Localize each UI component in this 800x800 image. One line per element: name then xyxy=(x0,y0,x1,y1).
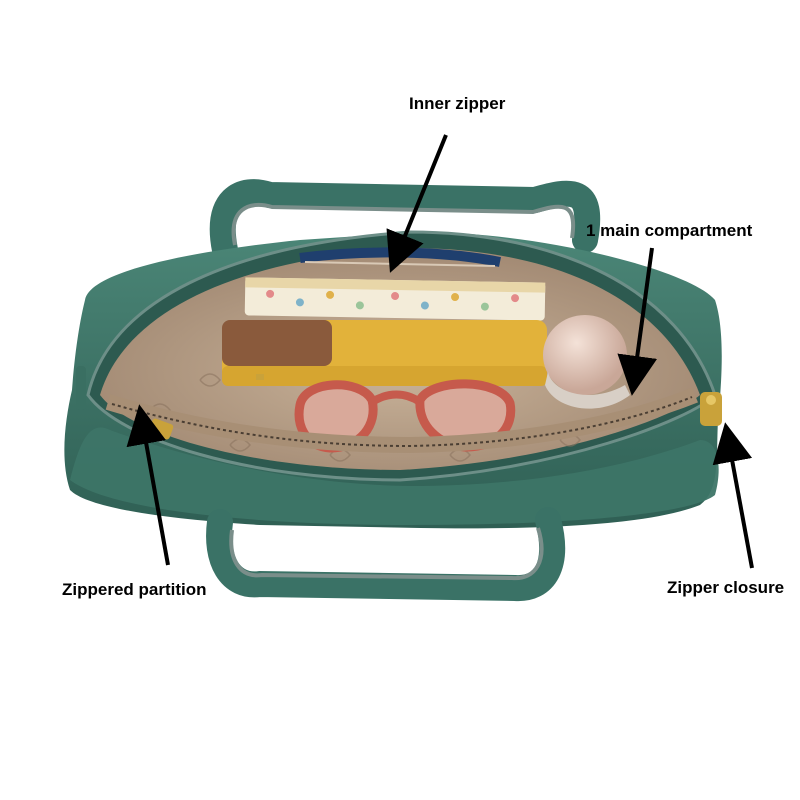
callout-main-compartment: 1 main compartment xyxy=(586,221,753,240)
notebook xyxy=(244,277,546,321)
callout-inner-zipper: Inner zipper xyxy=(409,94,506,113)
zipper-closure xyxy=(700,392,722,426)
arrow-pointer-icon xyxy=(386,134,448,273)
arrow-pointer-icon xyxy=(126,404,170,566)
arrow-pointer-icon xyxy=(712,422,754,569)
callout-zipper-closure: Zipper closure xyxy=(667,578,785,597)
wallet xyxy=(222,320,547,386)
side-ring xyxy=(76,366,86,410)
arrow-pointer-icon xyxy=(617,247,658,396)
sunglasses xyxy=(294,379,516,453)
compact xyxy=(543,315,630,409)
back-handle xyxy=(209,179,601,263)
callout-arrows xyxy=(126,134,754,569)
callout-zippered-partition: Zippered partition xyxy=(62,580,207,599)
front-handle xyxy=(206,507,566,602)
